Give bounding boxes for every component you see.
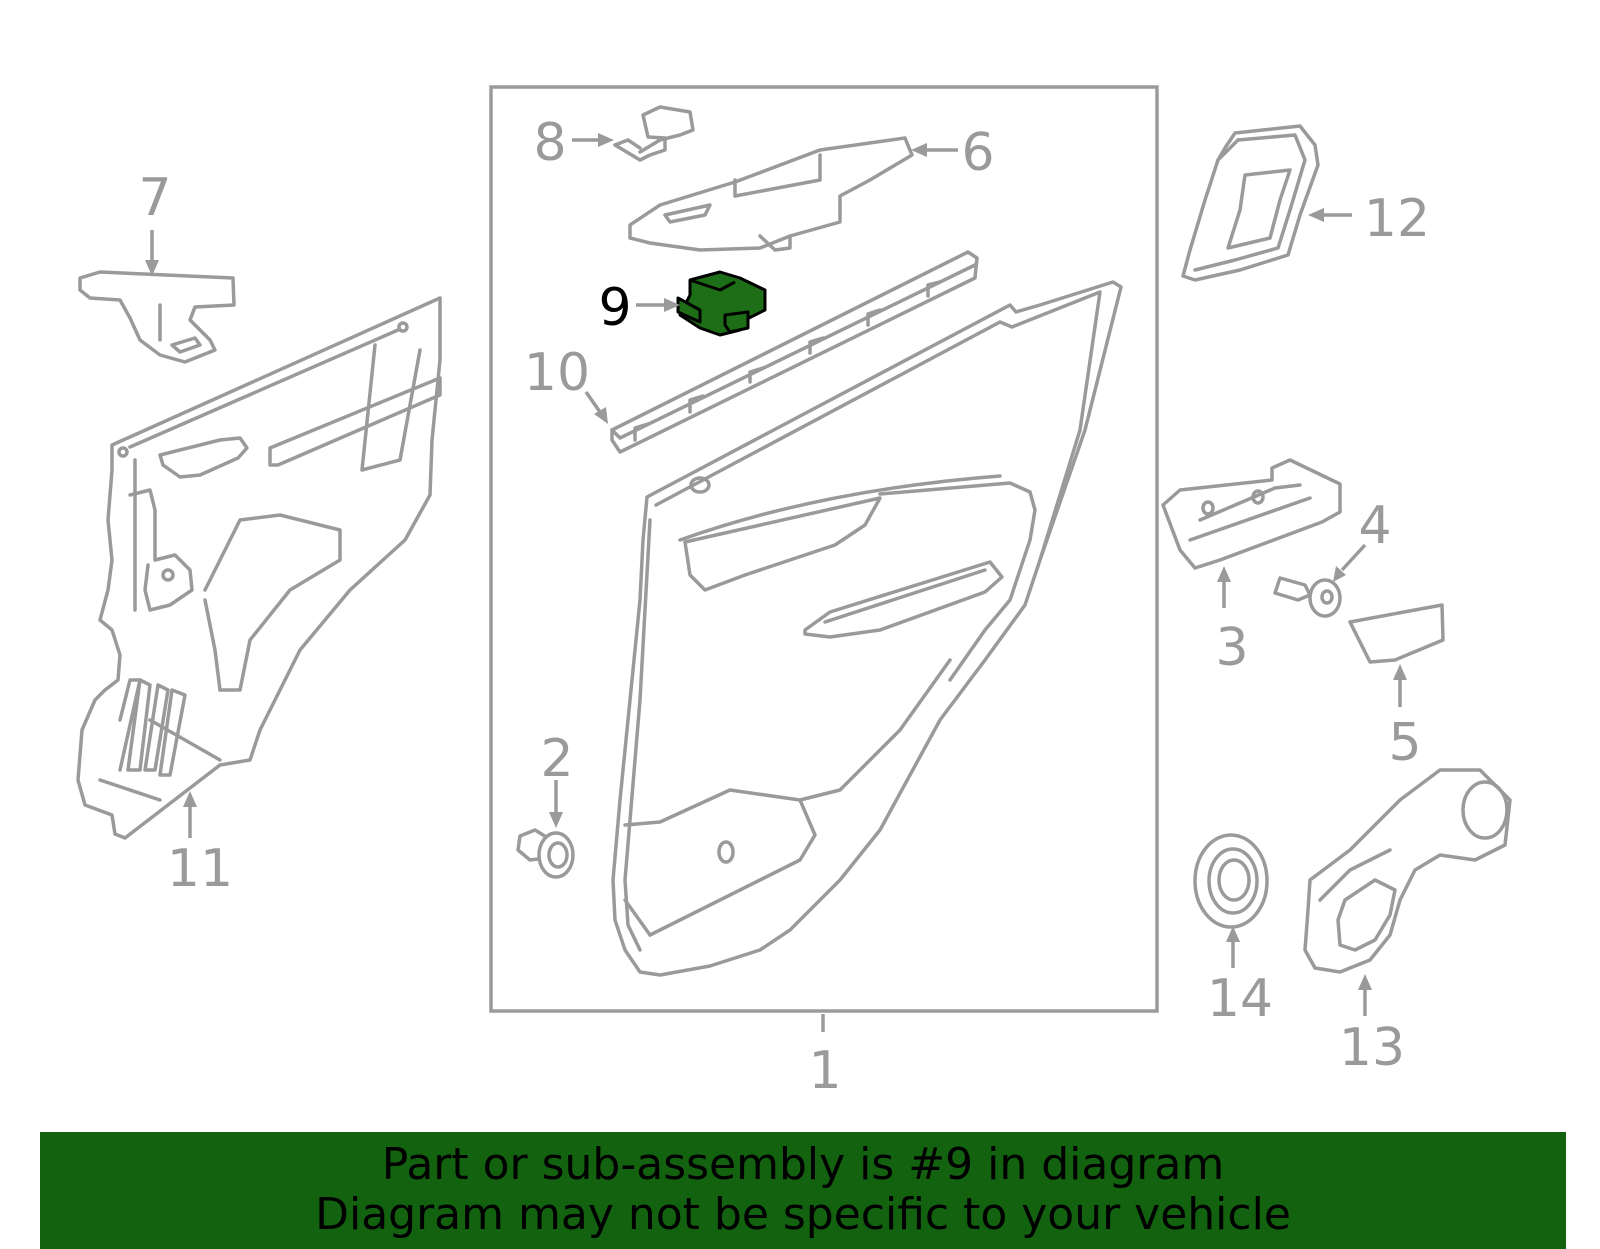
part-14-grommet	[1193, 833, 1269, 929]
callout-8: 8	[533, 113, 566, 173]
callout-5: 5	[1388, 713, 1421, 773]
callout-3: 3	[1215, 618, 1248, 678]
part-4-screw	[1273, 576, 1342, 618]
part-3-bracket-plate	[1161, 458, 1342, 570]
part-12-handle-bezel	[1181, 124, 1320, 282]
assembly-frame	[489, 85, 1159, 1013]
callout-12: 12	[1364, 189, 1430, 249]
callout-7: 7	[138, 168, 171, 228]
callout-4: 4	[1358, 496, 1391, 556]
callout-11: 11	[167, 839, 233, 899]
part-13-crank-handle	[1303, 768, 1512, 974]
part-11-door-frame	[76, 296, 442, 840]
callout-9: 9	[598, 278, 631, 338]
banner-line-2: Diagram may not be specific to your vehi…	[315, 1189, 1291, 1240]
callout-2: 2	[540, 729, 573, 789]
part-6-switch-bezel	[628, 136, 914, 252]
callout-1: 1	[808, 1041, 841, 1101]
info-banner: Part or sub-assembly is #9 in diagram Di…	[40, 1132, 1566, 1249]
callout-6: 6	[961, 123, 994, 183]
callout-10: 10	[524, 343, 590, 403]
part-5-pad	[1348, 603, 1445, 664]
part-9-power-window-switch	[676, 270, 767, 337]
part-1-door-trim-panel	[611, 280, 1123, 977]
part-7-bracket	[78, 270, 236, 364]
callout-13: 13	[1339, 1018, 1405, 1078]
part-10-beltline-strip	[610, 250, 979, 454]
callout-14: 14	[1207, 969, 1273, 1029]
callout-arrows	[145, 133, 1407, 1032]
part-2-clip	[516, 828, 575, 879]
part-8-cover	[613, 105, 695, 162]
banner-line-1: Part or sub-assembly is #9 in diagram	[381, 1139, 1225, 1190]
